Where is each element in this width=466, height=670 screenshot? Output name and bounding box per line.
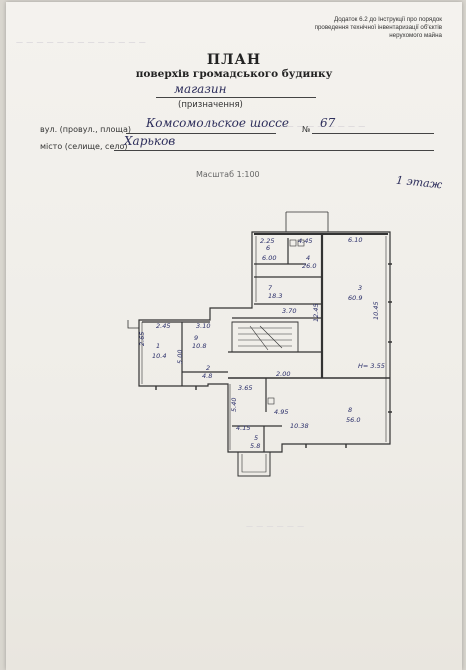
dimension-label: 2.25 [260,237,274,245]
dimension-label: 10.45 [372,301,380,320]
header-note-line: проведення технічної інвентаризації об'є… [314,24,442,31]
purpose-underline [156,97,316,98]
number-value: 67 [320,116,336,130]
plan-walls [127,211,392,477]
city-underline [114,150,434,151]
faint-bleed-text: — — — — — — — — — — — [256,122,366,130]
room-area: 5.8 [250,442,260,450]
room-area: 18.3 [268,292,282,300]
height-mark: H= 3.55 [358,362,385,370]
faint-bleed-text: — — — — — — [246,522,305,530]
dimension-label: 6.10 [348,236,362,244]
room-number: 4 [306,254,310,262]
purpose-value: магазин [174,82,227,96]
dimension-label: 3.70 [282,307,296,315]
dimension-label: 2.00 [276,370,290,378]
document-sheet: — — — — — — — — — — — — — — — — — — — — … [6,2,462,670]
room-number: 5 [254,434,258,442]
document-subtitle: поверхів громадського будинку [135,68,333,80]
street-label: вул. (провул., площа) [40,125,131,134]
room-area: 26.0 [302,262,316,270]
dimension-label: 3.10 [196,322,210,330]
dimension-label: 4.15 [236,424,250,432]
room-number: 9 [194,334,198,342]
faint-bleed-text: — — — — — — — — — — — — — [16,38,147,46]
dimension-label: 4.95 [274,408,288,416]
dimension-label: 2.65 [138,332,146,346]
room-area: 10.8 [192,342,206,350]
dimension-label: 5.00 [176,350,184,364]
room-area: 56.0 [346,416,360,424]
header-note-line: Додаток 6.2 до Інструкції про порядок [333,16,442,23]
dimension-label: 10.38 [290,422,309,430]
room-number: 2 [206,364,210,372]
number-label: № [302,125,311,134]
room-number: 1 [156,342,160,350]
scale-label: Масштаб 1:100 [196,170,260,179]
dimension-label: 3.65 [238,384,252,392]
plan-labels: 6 6.00 4 26.0 7 18.3 3 60.9 9 10.8 1 10.… [138,236,385,450]
city-label: місто (селище, село) [40,142,128,151]
floor-plan: 6 6.00 4 26.0 7 18.3 3 60.9 9 10.8 1 10.… [127,211,392,477]
street-value: Комсомольское шоссе [146,116,289,130]
city-value: Харьков [124,134,176,148]
room-area: 6.00 [262,254,276,262]
dimension-label: 5.40 [230,398,238,412]
room-number: 3 [358,284,362,292]
dimension-label: 2.45 [156,322,170,330]
header-note: Додаток 6.2 до Інструкції про порядок пр… [242,16,442,40]
document-title: ПЛАН [206,52,262,68]
dimension-label: 4.45 [298,237,312,245]
room-area: 10.4 [152,352,166,360]
room-number: 7 [268,284,273,292]
dimension-label: 12.45 [312,303,320,322]
purpose-label: (призначення) [178,100,243,110]
room-area: 4.8 [202,372,212,380]
number-underline [312,133,434,134]
header-note-line: нерухомого майна [389,32,442,39]
room-number: 8 [348,406,352,414]
street-underline [126,133,276,134]
room-area: 60.9 [348,294,362,302]
room-number: 6 [266,244,270,252]
